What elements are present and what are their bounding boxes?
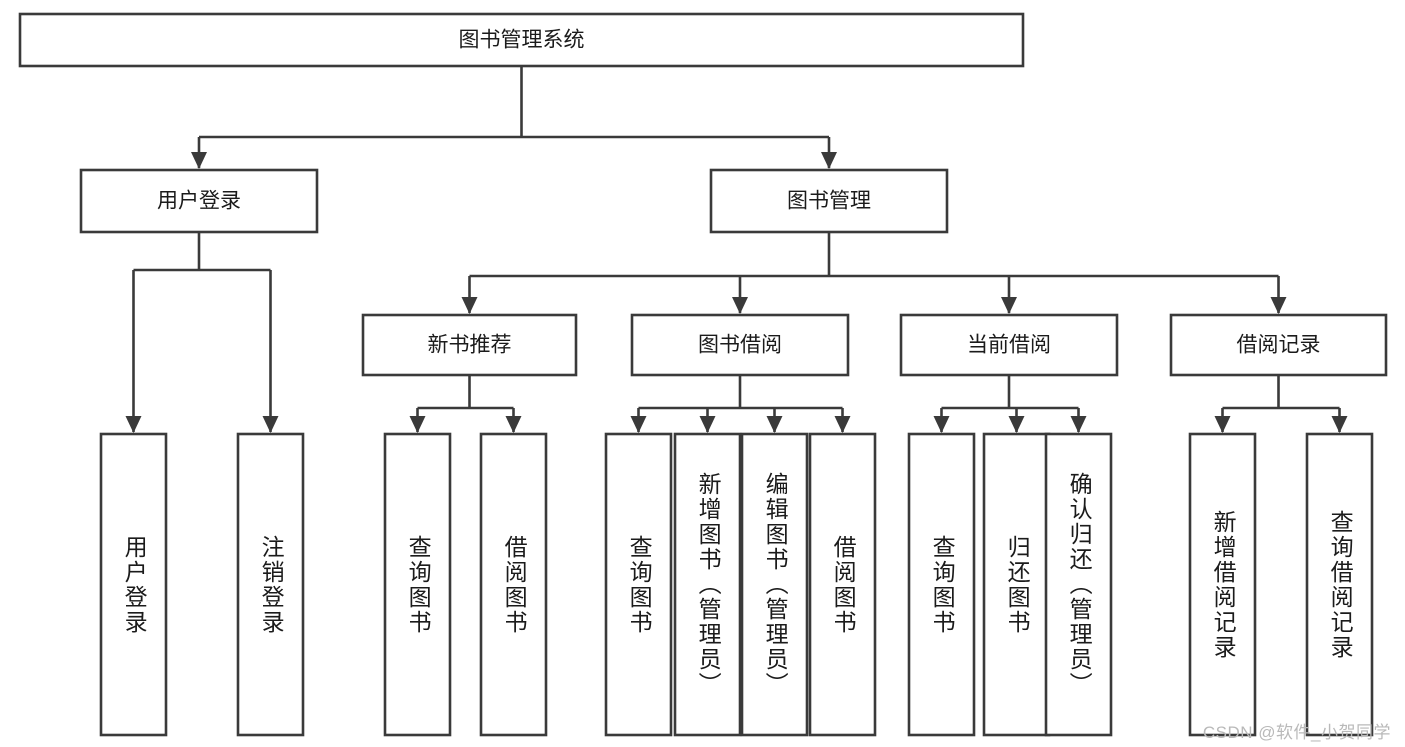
leaf-node-编辑图书管理员[interactable]	[740, 432, 809, 737]
arrow-head-icon	[1270, 297, 1287, 314]
box-node-图书管理[interactable]	[709, 168, 949, 234]
arrow-head-icon	[461, 297, 478, 314]
arrow-head-icon	[821, 152, 837, 169]
arrow-head-icon	[125, 416, 142, 433]
leaf-node-查询图书[interactable]	[604, 432, 673, 737]
leaf-node-用户登录[interactable]	[99, 432, 168, 737]
box-node-借阅记录[interactable]	[1169, 313, 1388, 377]
leaf-node-借阅图书[interactable]	[479, 432, 548, 737]
arrow-head-icon	[1331, 416, 1348, 433]
arrow-head-icon	[409, 416, 426, 433]
box-node-用户登录[interactable]	[79, 168, 319, 234]
arrow-head-icon	[766, 416, 783, 433]
node-label: 图书借阅	[698, 334, 782, 357]
leaf-node-查询借阅记录[interactable]	[1305, 432, 1374, 737]
node-label: 借阅记录	[1237, 334, 1321, 357]
arrow-head-icon	[262, 416, 279, 433]
arrow-head-icon	[191, 152, 207, 169]
arrow-head-icon	[933, 416, 950, 433]
arrow-head-icon	[834, 416, 851, 433]
leaf-node-新增图书管理员[interactable]	[673, 432, 742, 737]
edges-layer	[125, 66, 1348, 433]
arrow-head-icon	[1214, 416, 1231, 433]
box-node-当前借阅[interactable]	[899, 313, 1119, 377]
node-label: 图书管理系统	[459, 29, 585, 52]
box-node-图书借阅[interactable]	[630, 313, 850, 377]
leaf-node-查询图书[interactable]	[383, 432, 452, 737]
leaf-node-注销登录[interactable]	[236, 432, 305, 737]
box-node-图书管理系统[interactable]	[18, 12, 1025, 68]
node-label: 用户登录	[157, 190, 241, 213]
arrow-head-icon	[1008, 416, 1025, 433]
boxes-layer	[18, 12, 1388, 737]
leaf-node-新增借阅记录[interactable]	[1188, 432, 1257, 737]
arrow-head-icon	[1001, 297, 1017, 314]
arrow-head-icon	[505, 416, 522, 433]
leaf-node-归还图书[interactable]	[982, 432, 1051, 737]
box-node-新书推荐[interactable]	[361, 313, 578, 377]
leaf-node-查询图书[interactable]	[907, 432, 976, 737]
node-label: 图书管理	[787, 190, 871, 213]
node-label: 当前借阅	[967, 334, 1051, 357]
arrow-head-icon	[699, 416, 716, 433]
arrow-head-icon	[1070, 416, 1087, 433]
leaf-node-确认归还管理员[interactable]	[1044, 432, 1113, 737]
arrow-head-icon	[630, 416, 647, 433]
arrow-head-icon	[732, 297, 748, 314]
node-label: 新书推荐	[428, 334, 512, 357]
leaf-node-借阅图书[interactable]	[808, 432, 877, 737]
